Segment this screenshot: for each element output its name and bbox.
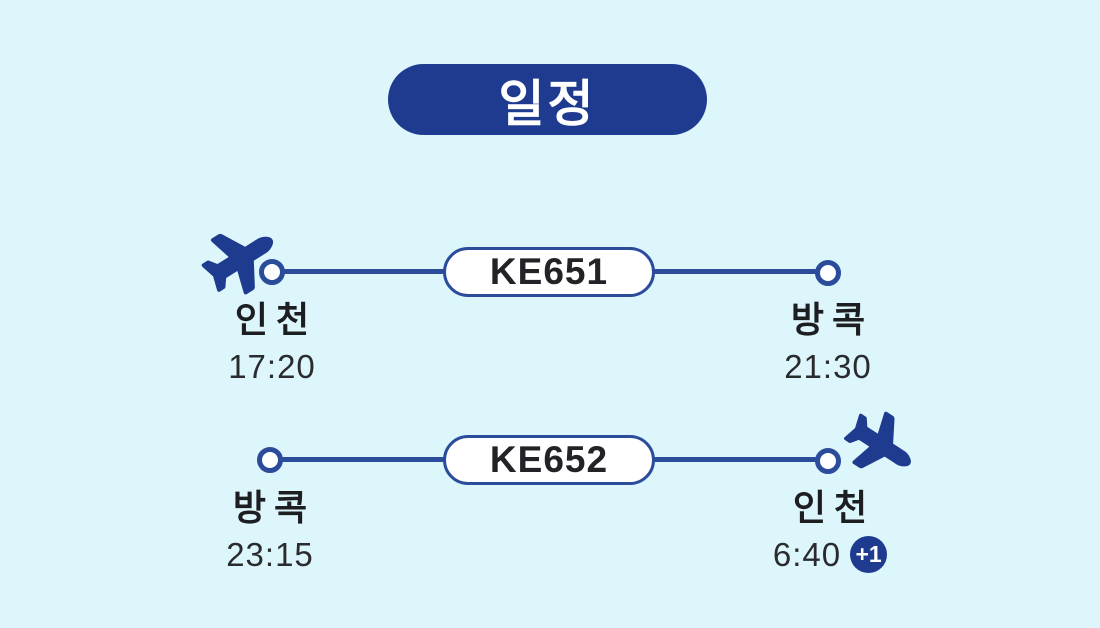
next-day-badge: +1 [850,536,888,574]
arrival-city-label: 인천 [792,487,876,528]
departure-time-label: 23:15 [226,536,314,574]
departure-info: 방콕 23:15 [167,486,373,575]
route-line-left [283,269,445,274]
flight-number: KE651 [489,251,609,292]
route-line-left [281,457,445,462]
arrival-node [815,448,841,474]
arrival-city-label: 방콕 [790,299,874,340]
departure-node [257,447,283,473]
flight-number-pill: KE651 [443,247,655,297]
route-line-right [653,457,817,462]
departure-city-label: 인천 [234,299,318,340]
flight-number-pill: KE652 [443,435,655,485]
departure-city-label: 방콕 [232,487,316,528]
arrival-time-label: 6:40 [772,536,842,574]
arrival-time-label: 21:30 [784,348,872,386]
arrival-info: 인천 6:40 +1 [727,486,933,575]
route-line-right [653,269,817,274]
departure-time-label: 17:20 [228,348,316,386]
schedule-title-badge: 일정 [388,64,707,135]
plane-landing-icon [843,411,911,469]
plane-takeoff-icon [201,233,274,295]
arrival-node [815,260,841,286]
flight-number: KE652 [489,439,609,480]
departure-info: 인천 17:20 [169,298,375,387]
departure-node [259,259,285,285]
schedule-title: 일정 [498,75,597,132]
arrival-info: 방콕 21:30 [725,298,931,387]
